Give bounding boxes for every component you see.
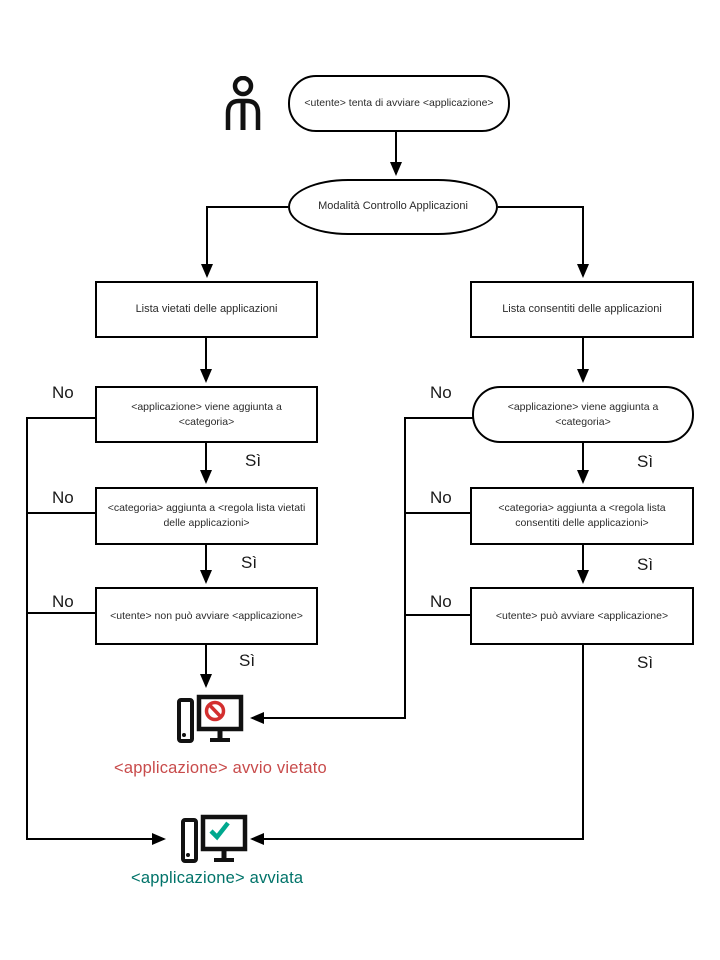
yes-label: Sì [637, 555, 654, 574]
no-label: No [430, 592, 452, 611]
computer-blocked-icon [177, 694, 244, 743]
computer-started-icon [181, 814, 248, 863]
left-category-rule-node: <categoria> aggiunta a <regola lista vie… [95, 487, 318, 545]
right-category-rule-node: <categoria> aggiunta a <regola lista con… [470, 487, 694, 545]
mode-node: Modalità Controllo Applicazioni [288, 179, 498, 235]
yes-label: Sì [239, 651, 256, 670]
yes-label: Sì [245, 451, 262, 470]
list-consentiti-node: Lista consentiti delle applicazioni [470, 281, 694, 338]
no-label: No [52, 488, 74, 507]
right-user-can-start-node: <utente> può avviare <applicazione> [470, 587, 694, 645]
user-icon [225, 76, 261, 130]
no-label: No [430, 383, 452, 402]
start-node: <utente> tenta di avviare <applicazione> [288, 75, 510, 132]
yes-label: Sì [637, 653, 654, 672]
list-vietati-node: Lista vietati delle applicazioni [95, 281, 318, 338]
blocked-result-text: <applicazione> avvio vietato [114, 759, 327, 777]
left-user-cannot-start-node: <utente> non può avviare <applicazione> [95, 587, 318, 645]
no-label: No [52, 383, 74, 402]
right-app-added-category-node: <applicazione> viene aggiunta a <categor… [472, 386, 694, 443]
yes-label: Sì [241, 553, 258, 572]
yes-label: Sì [637, 452, 654, 471]
no-label: No [430, 488, 452, 507]
started-result-text: <applicazione> avviata [131, 869, 304, 887]
no-label: No [52, 592, 74, 611]
left-app-added-category-node: <applicazione> viene aggiunta a <categor… [95, 386, 318, 443]
